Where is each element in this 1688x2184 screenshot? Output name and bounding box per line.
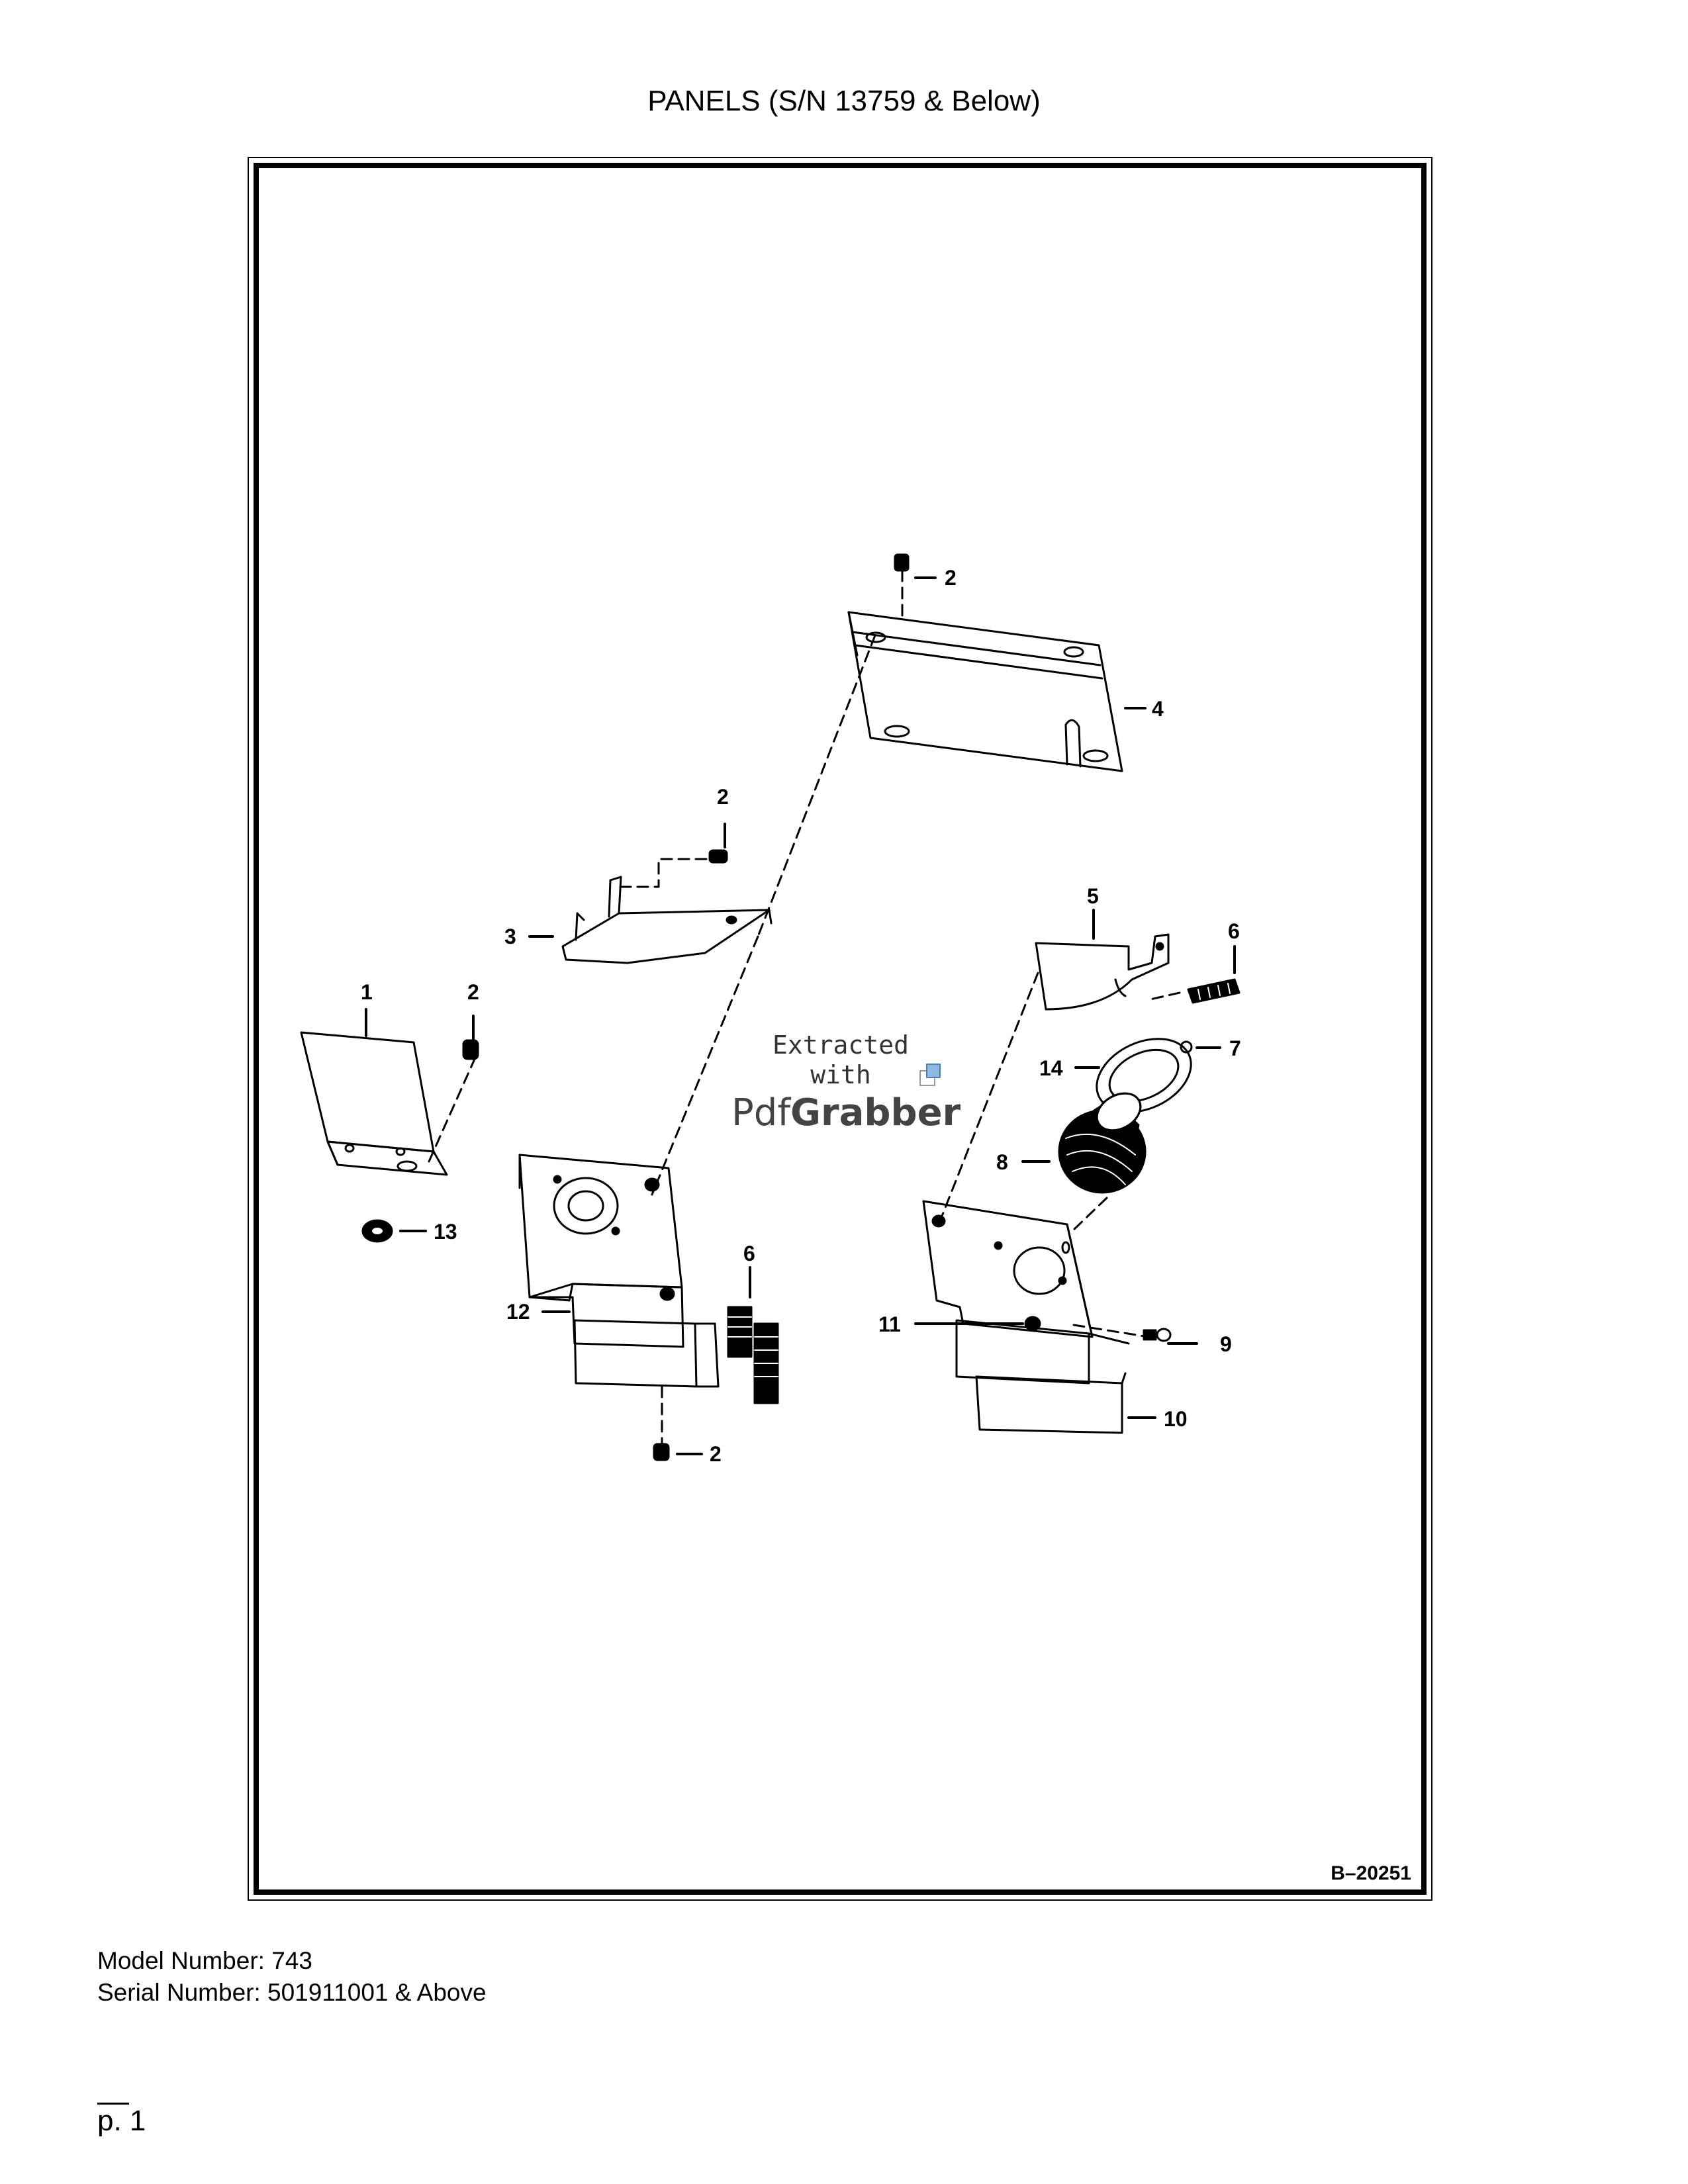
gasket-part-14	[1096, 1038, 1192, 1113]
page-number: p. 1	[97, 2105, 146, 2137]
callout-numbers: 2 4 2 3 1 2 13 12 6 2 5 6 7 14 8 11 9 10	[361, 566, 1241, 1466]
panel-part-1	[300, 1031, 448, 1176]
callout-2-bracket: 2	[717, 785, 729, 809]
bolt-part-9	[1143, 1328, 1172, 1342]
callout-6-left: 6	[743, 1242, 755, 1265]
grommet-part-13	[361, 1219, 393, 1243]
watermark-line-1: Extracted	[773, 1030, 909, 1060]
pdfgrabber-watermark: Extracted with PdfGrabber	[731, 1030, 961, 1134]
bolt-part-2-left	[462, 1039, 479, 1060]
assembly-lines	[428, 569, 1181, 1445]
callout-7: 7	[1229, 1036, 1241, 1060]
seal-part-6-right	[1187, 978, 1241, 1004]
watermark-line-2: with	[810, 1060, 871, 1089]
bracket-part-3	[561, 876, 773, 964]
cover-part-5	[1035, 933, 1170, 1011]
callout-2-top: 2	[945, 566, 957, 590]
bolt-part-2-bottom	[653, 1443, 670, 1461]
watermark-brand: PdfGrabber	[731, 1091, 961, 1134]
boot-part-8	[1058, 1092, 1147, 1194]
screw-part-7	[1180, 1040, 1193, 1054]
callout-3: 3	[504, 925, 516, 948]
serial-number: Serial Number: 501911001 & Above	[97, 1979, 487, 2006]
diagram-frame	[254, 163, 1427, 1895]
plate-part-12	[518, 1154, 720, 1388]
seal-part-6-left	[727, 1306, 779, 1404]
callout-1: 1	[361, 980, 373, 1004]
page-title: PANELS (S/N 13759 & Below)	[647, 85, 1041, 117]
diagram-frame-outer	[248, 157, 1432, 1901]
callout-12: 12	[506, 1300, 530, 1324]
callout-2-left: 2	[467, 980, 479, 1004]
panel-part-4	[847, 611, 1123, 772]
callout-11: 11	[878, 1312, 901, 1336]
callout-4: 4	[1152, 697, 1164, 721]
callout-10: 10	[1164, 1407, 1188, 1431]
plate-part-10	[922, 1200, 1130, 1434]
bolt-part-2-bracket	[708, 849, 728, 864]
callout-14: 14	[1039, 1056, 1063, 1080]
callout-13: 13	[434, 1220, 457, 1244]
nut-part-11	[1024, 1316, 1041, 1332]
drawing-number: B–20251	[1331, 1862, 1411, 1884]
callout-6-right: 6	[1228, 919, 1240, 943]
leader-lines	[365, 576, 1236, 1455]
callout-2-bottom: 2	[710, 1442, 722, 1466]
bolt-part-2-top	[894, 553, 910, 572]
callout-5: 5	[1087, 884, 1099, 908]
callout-9: 9	[1220, 1332, 1232, 1356]
footer-rule	[97, 2103, 129, 2105]
model-number: Model Number: 743	[97, 1947, 312, 1974]
callout-8: 8	[996, 1150, 1008, 1174]
